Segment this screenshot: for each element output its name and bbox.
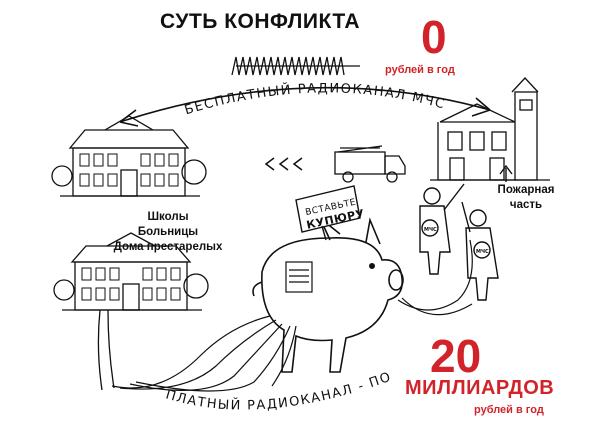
free-channel-label: БЕСПЛАТНЫЙ РАДИОКАНАЛ МЧС: [183, 81, 447, 118]
paid-channel-amount: 20: [430, 330, 482, 382]
institution-schools: Школы: [147, 211, 189, 223]
institution-hospitals: Больницы: [137, 226, 199, 238]
svg-text:МЧС: МЧС: [424, 227, 437, 233]
page-title: СУТЬ КОНФЛИКТА: [160, 10, 360, 33]
institution-nursing-homes: Дома престарелых: [113, 241, 223, 253]
fire-station-label-line1: Пожарная: [497, 184, 555, 196]
paid-channel-amount-word: МИЛЛИАРДОВ: [405, 377, 555, 399]
free-channel-amount: 0: [421, 11, 447, 63]
fire-station-label: Пожарная часть: [486, 183, 566, 213]
fire-station-label-line2: часть: [509, 199, 543, 211]
institutions-label: Школы Больницы Дома престарелых: [88, 210, 248, 255]
institution-building-icon: [51, 115, 207, 197]
cable-bundle: [111, 239, 473, 392]
paid-channel-unit: рублей в год: [474, 404, 544, 416]
firefighter-badges: МЧС МЧС: [424, 227, 489, 255]
motion-arrows-icon: [264, 157, 303, 171]
fire-truck-icon: [334, 145, 406, 183]
coin-slot-sign: ВСТАВЬТЕ КУПЮРУ: [295, 185, 366, 241]
firefighter-icon: [419, 183, 499, 301]
fire-station-icon: [430, 77, 550, 181]
radio-wave-icon: [231, 56, 360, 76]
free-channel-unit: рублей в год: [385, 64, 455, 76]
institution-building-icon: [53, 232, 209, 391]
pig-icon: [252, 217, 404, 373]
meter-box-icon: [285, 261, 313, 293]
svg-text:МЧС: МЧС: [476, 249, 489, 255]
up-arrow-icon: [499, 164, 513, 182]
